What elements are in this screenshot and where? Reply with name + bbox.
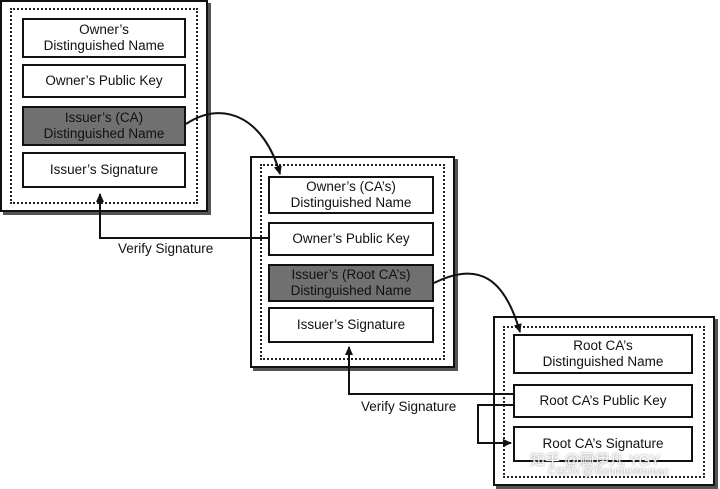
verify-signature-label-1: Verify Signature [118,241,214,256]
cert3-owner-public-key: Root CA’s Public Key [513,384,693,418]
watermark-csdn: CSDN @TommieWomac [548,466,669,478]
certificate-border [503,326,705,478]
watermark-zhihu: 知乎 @顾伊凡 YGY [530,452,661,469]
cert1-issuer-signature: Issuer’s Signature [22,152,186,188]
cert3-issuer-signature: Root CA’s Signature [513,426,693,462]
cert1-owner-public-key: Owner’s Public Key [22,64,186,98]
cert2-owner-public-key: Owner’s Public Key [268,222,434,256]
cert2-issuer-distinguished-name: Issuer’s (Root CA’s) Distinguished Name [268,264,434,302]
cert2-owner-distinguished-name: Owner’s (CA’s) Distinguished Name [268,176,434,214]
cert3-owner-distinguished-name: Root CA’s Distinguished Name [513,334,693,374]
cert2-issuer-signature: Issuer’s Signature [268,307,434,343]
cert1-owner-distinguished-name: Owner’s Distinguished Name [22,18,186,58]
verify-signature-label-2: Verify Signature [361,399,457,414]
cert1-issuer-distinguished-name: Issuer’s (CA) Distinguished Name [22,106,186,146]
